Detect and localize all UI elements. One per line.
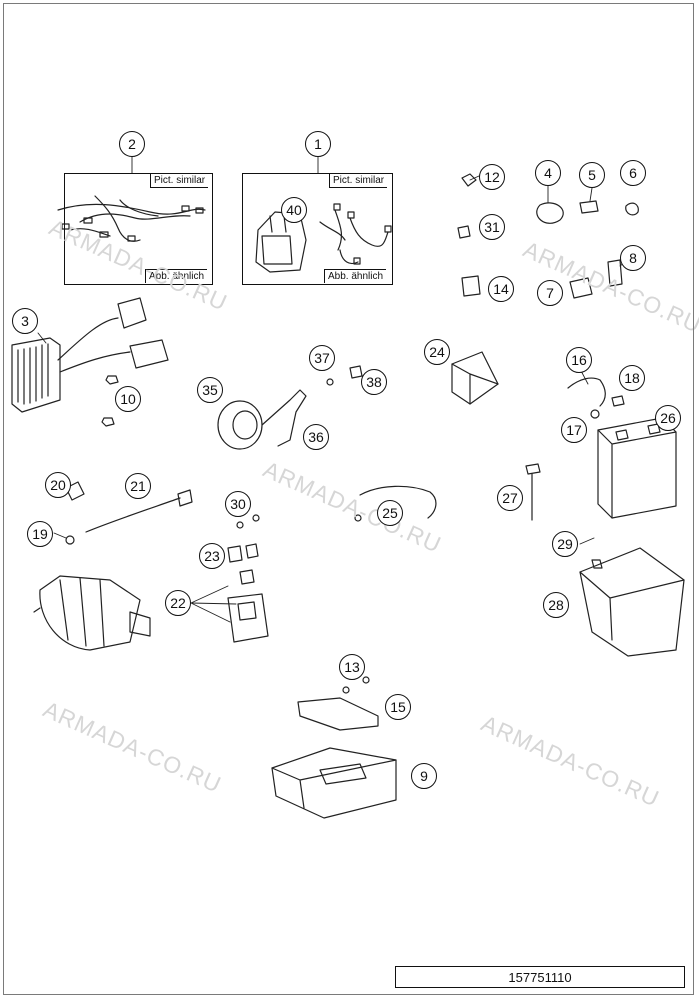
callout-18: 18: [619, 365, 645, 391]
abb-aehnlich-note-harness-2: Abb. ähnlich: [145, 269, 208, 283]
harness-2-frame: [64, 173, 213, 285]
callout-3: 3: [12, 308, 38, 334]
callout-4: 4: [535, 160, 561, 186]
document-number: 157751110: [395, 966, 685, 988]
callout-12: 12: [479, 164, 505, 190]
callout-22: 22: [165, 590, 191, 616]
relays-fuses-drawing: [227, 514, 269, 643]
battery-box-28-drawing: [579, 547, 685, 657]
pict-similar-note-harness-2: Pict. similar: [150, 174, 209, 188]
callout-40: 40: [281, 197, 307, 223]
callout-17: 17: [561, 417, 587, 443]
callout-2: 2: [119, 131, 145, 157]
callout-14: 14: [488, 276, 514, 302]
wiring-harness-drawing: [57, 195, 206, 242]
callout-10: 10: [115, 386, 141, 412]
cables-20-21-drawing: [65, 481, 193, 545]
callout-1: 1: [305, 131, 331, 157]
callout-35: 35: [197, 377, 223, 403]
cover-15-drawing: [297, 676, 379, 731]
bolts-10-drawing: [101, 375, 119, 427]
callout-29: 29: [552, 531, 578, 557]
battery-26-drawing: [567, 377, 677, 519]
callout-7: 7: [537, 280, 563, 306]
callout-30: 30: [225, 491, 251, 517]
callout-6: 6: [620, 160, 646, 186]
voltage-regulator-drawing: [11, 297, 169, 413]
callout-19: 19: [27, 521, 53, 547]
abb-aehnlich-note-harness-1: Abb. ähnlich: [324, 269, 387, 283]
callout-8: 8: [620, 245, 646, 271]
callout-36: 36: [303, 424, 329, 450]
harness-1-frame: [242, 173, 393, 285]
control-unit-24-drawing: [451, 351, 499, 405]
callout-27: 27: [497, 485, 523, 511]
callout-16: 16: [566, 347, 592, 373]
callout-15: 15: [385, 694, 411, 720]
callout-23: 23: [199, 543, 225, 569]
callout-38: 38: [361, 369, 387, 395]
horn-35-drawing: [217, 365, 363, 450]
callout-13: 13: [339, 654, 365, 680]
callout-26: 26: [655, 405, 681, 431]
callout-37: 37: [309, 345, 335, 371]
cable-25-drawing: [354, 485, 437, 522]
tray-9-drawing: [271, 747, 397, 819]
small-parts-top-right: [457, 173, 639, 299]
sensor-27-drawing: [525, 463, 541, 521]
main-harness-drawing: [255, 203, 392, 273]
pict-similar-note-harness-1: Pict. similar: [329, 174, 388, 188]
callout-21: 21: [125, 473, 151, 499]
callout-25: 25: [377, 500, 403, 526]
callout-20: 20: [45, 472, 71, 498]
callout-24: 24: [424, 339, 450, 365]
callout-9: 9: [411, 763, 437, 789]
callout-28: 28: [543, 592, 569, 618]
starter-motor-drawing: [33, 575, 151, 651]
callout-31: 31: [479, 214, 505, 240]
callout-5: 5: [579, 162, 605, 188]
